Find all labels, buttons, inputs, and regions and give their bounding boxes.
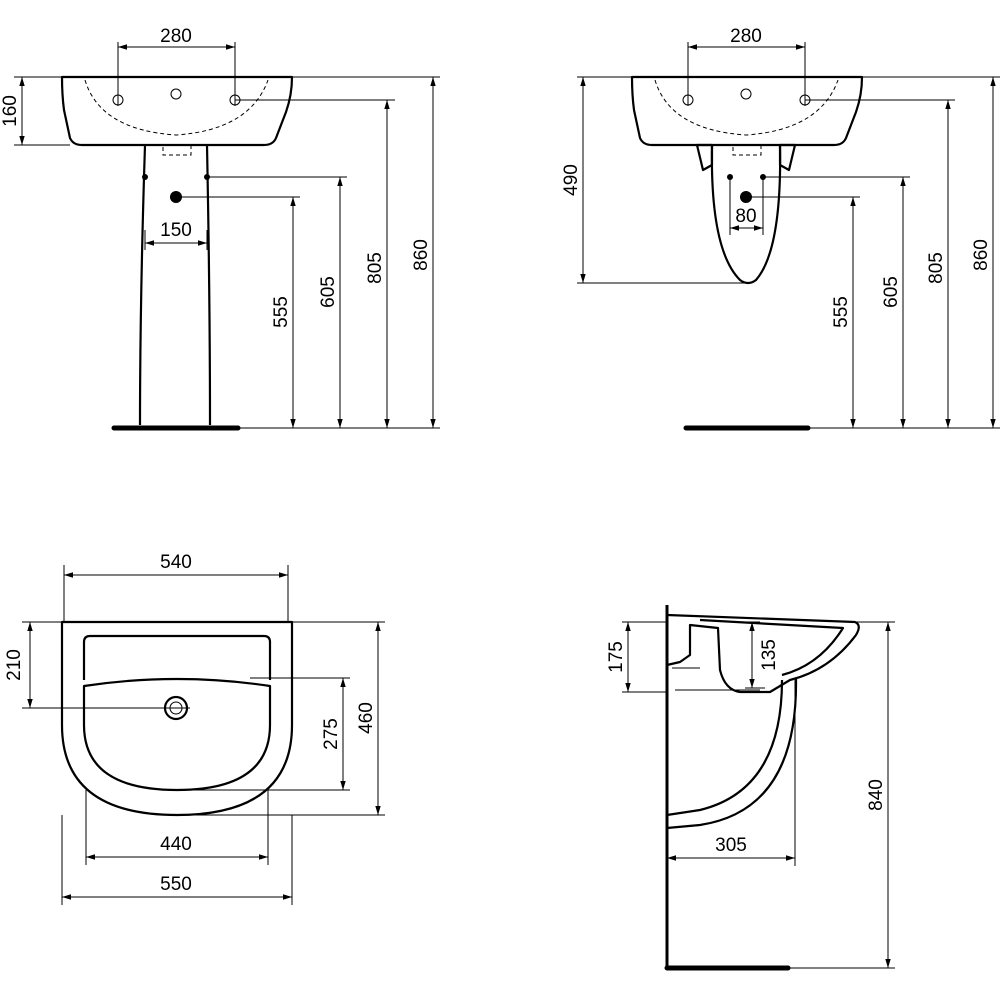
trap-outline (162, 144, 192, 156)
dim-460: 460 (356, 702, 377, 734)
dim-280: 280 (160, 26, 192, 47)
bowl-side-line (699, 618, 845, 677)
dim-135: 135 (759, 639, 780, 671)
overflow-icon (170, 88, 182, 100)
bowl-outline (82, 677, 272, 792)
pedestal-outline (138, 144, 212, 426)
dim-605: 605 (318, 276, 339, 308)
dim-275: 275 (321, 718, 342, 750)
front-view-semi-pedestal: 280 490 80 555 605 805 860 (561, 26, 1000, 431)
basin-outline (60, 75, 294, 147)
dim-80: 80 (735, 206, 756, 227)
side-view: 175 135 840 305 (606, 605, 895, 971)
dim-555: 555 (271, 296, 292, 328)
deck-outline (82, 634, 272, 680)
dim-175: 175 (606, 641, 627, 673)
basin-outline (630, 75, 864, 147)
bracket-icon (695, 143, 797, 172)
dim-860: 860 (411, 239, 432, 271)
front-view-pedestal: 280 160 150 555 605 805 860 (0, 26, 440, 431)
dim-805: 805 (926, 252, 947, 284)
dim-280: 280 (730, 26, 762, 47)
dim-150: 150 (160, 220, 192, 241)
dim-840: 840 (866, 779, 887, 811)
dim-805: 805 (365, 252, 386, 284)
dim-305: 305 (715, 835, 747, 856)
dim-210: 210 (4, 649, 25, 681)
dim-605: 605 (881, 276, 902, 308)
pedestal-side-outline (666, 677, 798, 830)
dim-540: 540 (160, 552, 192, 573)
dim-490: 490 (561, 164, 582, 196)
plan-view: 540 210 275 460 440 550 (4, 552, 385, 905)
dim-440: 440 (160, 834, 192, 855)
dim-555: 555 (831, 296, 852, 328)
bowl-hidden-line (84, 79, 269, 136)
dim-550: 550 (160, 874, 192, 895)
dim-860: 860 (971, 239, 992, 271)
dim-160: 160 (0, 95, 21, 127)
basin-side-outline (666, 613, 860, 694)
basin-plan-outline (60, 620, 294, 817)
